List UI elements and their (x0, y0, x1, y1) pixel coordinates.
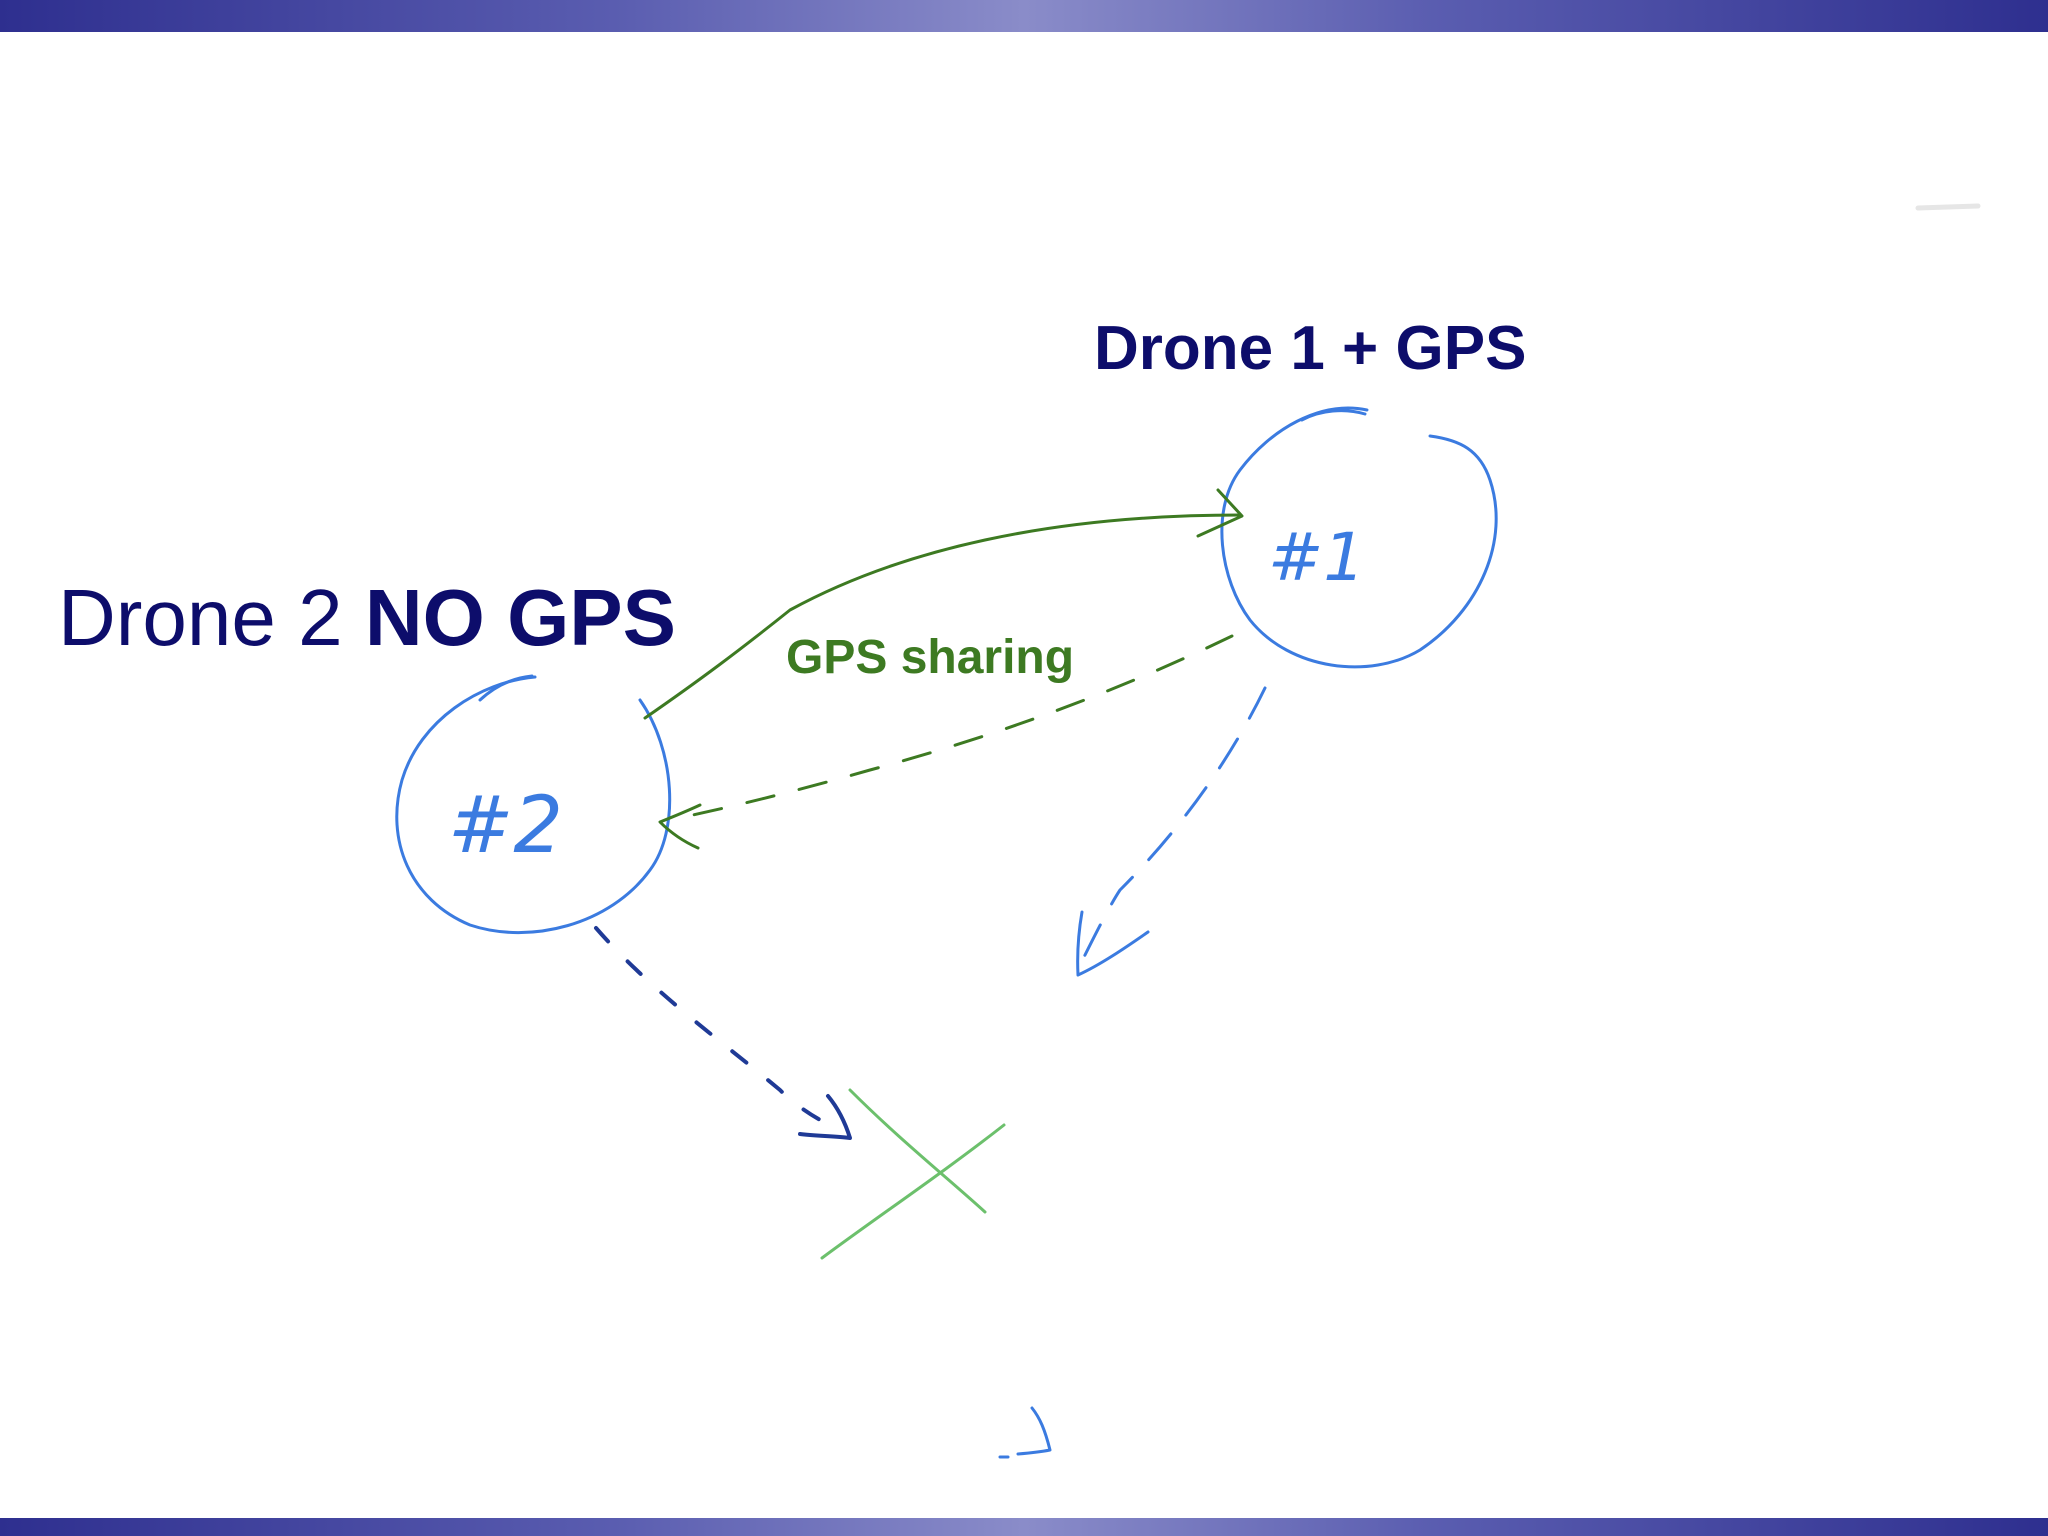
drone-2-circle-tail (478, 674, 534, 702)
cross-target-icon (820, 1088, 1006, 1260)
drone-1-path-arrowhead (1076, 910, 1150, 977)
drone-1-path-dashed-line (1078, 686, 1267, 967)
drone-2-label-emphasis: NO GPS (364, 573, 677, 662)
gps-request-arc (643, 513, 1242, 720)
gps-sharing-arrow (658, 634, 1234, 850)
top-decorative-band (0, 0, 2048, 32)
drone-2-number: #2 (448, 781, 563, 871)
target-stroke-2 (820, 1123, 1006, 1260)
drone-2-label: Drone 2 NO GPS (58, 578, 676, 658)
gps-request-arrowhead (1196, 488, 1244, 538)
drone-1-circle (1220, 406, 1498, 669)
drone-1-path-arrow (1076, 686, 1267, 977)
target-stroke-1 (848, 1088, 987, 1214)
gps-request-arrow (643, 488, 1244, 720)
drone-2-path-dashed-line (594, 926, 832, 1127)
gps-sharing-label: GPS sharing (786, 631, 1075, 684)
bottom-decorative-band (0, 1518, 2048, 1536)
faint-smudge (1915, 203, 1981, 211)
drone-1-number: #1 (1268, 519, 1365, 596)
drone-1-circle-tail (1300, 409, 1367, 422)
drone-2-label-prefix: Drone 2 (58, 573, 365, 662)
gps-sharing-arrowhead (658, 803, 702, 850)
drone-1-label: Drone 1 + GPS (1094, 314, 1527, 383)
drone-2-path-arrowhead (798, 1094, 852, 1140)
drone-2-circle (395, 675, 672, 935)
drone-2-path-arrow (594, 926, 852, 1140)
stray-sketch-mark (998, 1406, 1052, 1459)
drone-2-node: #2 (395, 674, 672, 935)
drone-1-node: #1 (1220, 406, 1498, 669)
